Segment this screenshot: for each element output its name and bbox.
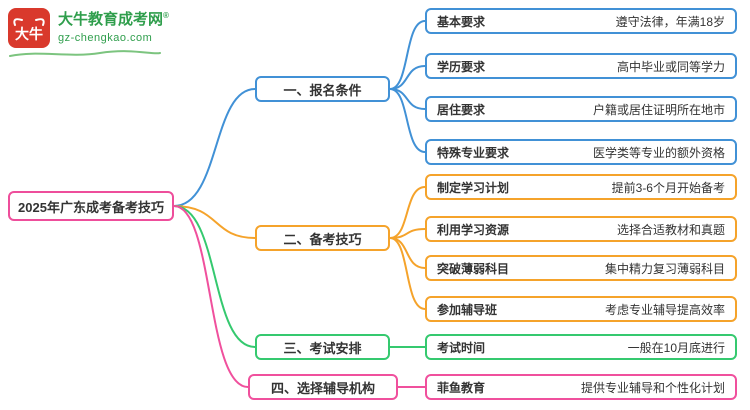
leaf-value: 选择合适教材和真题 <box>616 222 725 237</box>
brand-name: 大牛教育成考网® <box>58 11 169 28</box>
leaf-value: 考虑专业辅导提高效率 <box>604 302 725 317</box>
branch2-to-leaf3-connector <box>389 237 426 269</box>
logo-mark-text: 大牛 <box>15 26 43 42</box>
leaf-node-study-plan: 制定学习计划 提前3-6个月开始备考 <box>425 174 737 200</box>
branch-label: 一、报名条件 <box>283 82 362 98</box>
branch2-to-leaf1-connector <box>389 186 426 239</box>
root-node: 2025年广东成考备考技巧 <box>8 191 174 221</box>
leaf-value: 提供专业辅导和个性化计划 <box>580 380 725 395</box>
leaf-value: 高中毕业或同等学力 <box>616 59 725 74</box>
site-logo: 大牛 大牛教育成考网® gz-chengkao.com <box>8 8 169 58</box>
leaf-node-residence-requirement: 居住要求 户籍或居住证明所在地市 <box>425 96 737 122</box>
bull-horns-icon <box>13 18 45 26</box>
leaf-value: 户籍或居住证明所在地市 <box>592 102 725 117</box>
root-to-branch3-connector <box>173 205 256 348</box>
branch1-to-leaf2-connector <box>389 65 426 90</box>
branch1-to-leaf4-connector <box>389 88 426 153</box>
leaf-label: 突破薄弱科目 <box>437 261 510 276</box>
leaf-label: 基本要求 <box>437 14 486 29</box>
root-to-branch4-connector <box>173 205 249 388</box>
logo-swoosh <box>9 50 161 57</box>
leaf-label: 参加辅导班 <box>437 302 498 317</box>
leaf-value: 医学类等专业的额外资格 <box>592 145 725 160</box>
root-to-branch2-connector <box>173 205 256 239</box>
leaf-label: 利用学习资源 <box>437 222 510 237</box>
leaf-node-tutoring-class: 参加辅导班 考虑专业辅导提高效率 <box>425 296 737 322</box>
leaf-label: 制定学习计划 <box>437 180 510 195</box>
root-to-branch1-connector <box>173 88 256 207</box>
registered-mark: ® <box>163 11 169 20</box>
leaf-label: 居住要求 <box>437 102 486 117</box>
root-label: 2025年广东成考备考技巧 <box>18 199 164 215</box>
leaf-node-special-major-requirement: 特殊专业要求 医学类等专业的额外资格 <box>425 139 737 165</box>
branch-node-prep-tips: 二、备考技巧 <box>255 225 390 251</box>
leaf-label: 菲鱼教育 <box>437 380 486 395</box>
leaf-value: 提前3-6个月开始备考 <box>611 180 725 195</box>
branch-node-registration-requirements: 一、报名条件 <box>255 76 390 102</box>
leaf-node-institution: 菲鱼教育 提供专业辅导和个性化计划 <box>425 374 737 400</box>
leaf-value: 集中精力复习薄弱科目 <box>604 261 725 276</box>
leaf-node-weak-subjects: 突破薄弱科目 集中精力复习薄弱科目 <box>425 255 737 281</box>
leaf-node-study-resources: 利用学习资源 选择合适教材和真题 <box>425 216 737 242</box>
branch-node-tutoring-institution: 四、选择辅导机构 <box>248 374 398 400</box>
leaf-node-basic-requirement: 基本要求 遵守法律，年满18岁 <box>425 8 737 34</box>
branch1-to-leaf1-connector <box>389 20 426 90</box>
leaf-value: 遵守法律，年满18岁 <box>615 14 725 29</box>
leaf-label: 考试时间 <box>437 340 486 355</box>
branch2-to-leaf4-connector <box>389 237 426 310</box>
branch-node-exam-schedule: 三、考试安排 <box>255 334 390 360</box>
branch-label: 二、备考技巧 <box>283 231 362 247</box>
leaf-label: 特殊专业要求 <box>437 145 510 160</box>
bull-logo-icon: 大牛 <box>8 8 50 48</box>
leaf-label: 学历要求 <box>437 59 486 74</box>
leaf-node-exam-time: 考试时间 一般在10月底进行 <box>425 334 737 360</box>
leaf-node-education-requirement: 学历要求 高中毕业或同等学力 <box>425 53 737 79</box>
leaf-value: 一般在10月底进行 <box>627 340 725 355</box>
site-url: gz-chengkao.com <box>58 32 153 44</box>
branch-label: 三、考试安排 <box>283 340 362 356</box>
branch-label: 四、选择辅导机构 <box>270 380 375 396</box>
